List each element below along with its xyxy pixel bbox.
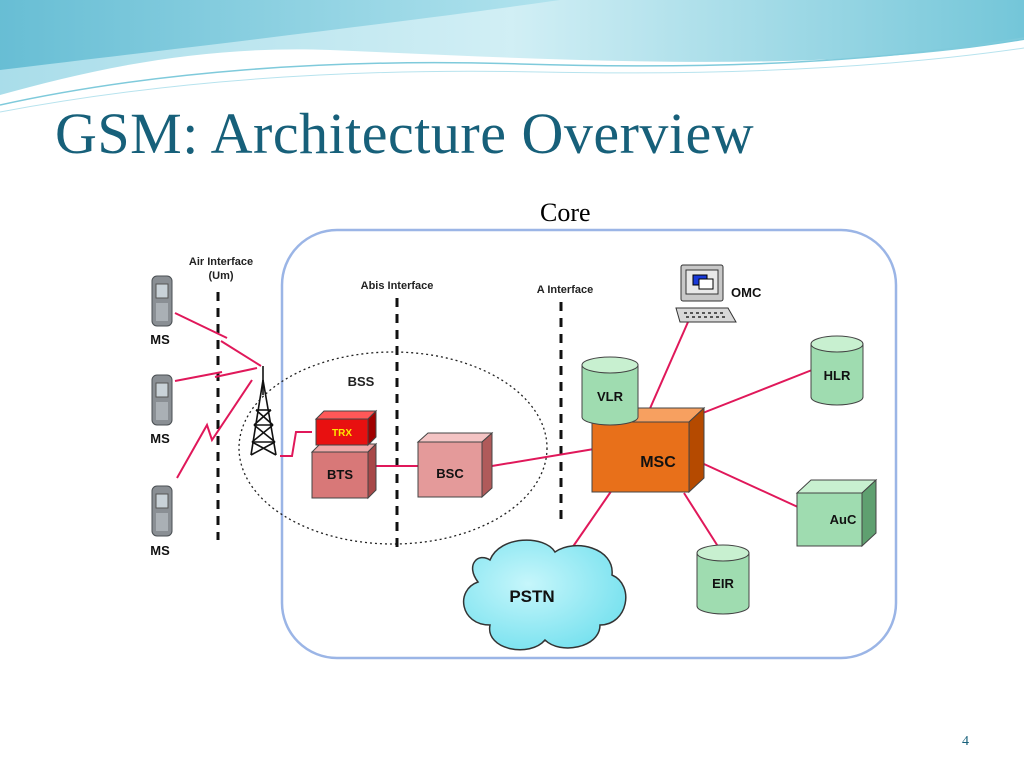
a-interface-label: A Interface xyxy=(537,284,593,296)
vlr-database: VLR xyxy=(581,356,639,426)
core-label: Core xyxy=(540,198,591,227)
omc-label: OMC xyxy=(731,285,762,300)
ms2-link-to-tower xyxy=(214,367,258,378)
hlr-label: HLR xyxy=(824,368,851,383)
msc-to-hlr-link xyxy=(689,369,813,419)
slide-title: GSM: Architecture Overview xyxy=(55,101,755,166)
air-interface-label: Air Interface xyxy=(189,256,253,268)
ms-label-1: MS xyxy=(150,332,170,347)
auc-label: AuC xyxy=(830,512,857,527)
hlr-database: HLR xyxy=(810,335,864,406)
header-wave-decoration xyxy=(0,0,1024,113)
pstn-label: PSTN xyxy=(509,587,554,606)
auc-node: AuC xyxy=(795,478,878,548)
ms3-to-bts-link xyxy=(176,379,253,479)
core-region xyxy=(280,228,898,660)
air-interface-um-label: (Um) xyxy=(208,270,233,282)
mobile-station-1: MS xyxy=(150,275,173,347)
msc-node: MSC xyxy=(590,406,706,494)
msc-to-eir-link xyxy=(683,492,720,549)
ms2-to-bts-link xyxy=(174,371,223,382)
bss-label: BSS xyxy=(348,374,375,389)
mobile-station-2: MS xyxy=(150,374,173,446)
page-number: 4 xyxy=(962,734,969,749)
tower-to-bts-link xyxy=(280,431,312,457)
omc-computer: OMC xyxy=(675,264,762,323)
abis-interface-label: Abis Interface xyxy=(361,280,434,292)
bsc-node: BSC xyxy=(416,431,494,499)
msc-to-omc-link xyxy=(647,321,689,414)
bts-node: BTS xyxy=(310,442,378,500)
bss-region xyxy=(238,351,548,545)
ms-label-2: MS xyxy=(150,431,170,446)
bsc-label: BSC xyxy=(436,466,464,481)
trx-node: TRX xyxy=(314,409,378,447)
trx-label: TRX xyxy=(332,428,352,439)
ms-label-3: MS xyxy=(150,543,170,558)
eir-label: EIR xyxy=(712,576,734,591)
bsc-to-msc-link xyxy=(491,447,601,467)
ms1-link-to-tower xyxy=(220,340,262,367)
mobile-station-3: MS xyxy=(150,485,173,558)
bts-label: BTS xyxy=(327,467,353,482)
msc-label: MSC xyxy=(640,454,676,471)
antenna-tower-icon xyxy=(250,366,277,456)
eir-database: EIR xyxy=(696,544,750,615)
msc-to-pstn-link xyxy=(571,489,613,549)
ms1-to-bts-link xyxy=(174,312,228,339)
msc-to-auc-link xyxy=(703,463,801,509)
vlr-label: VLR xyxy=(597,389,624,404)
pstn-cloud: PSTN xyxy=(462,539,627,651)
link-lines xyxy=(174,312,813,549)
